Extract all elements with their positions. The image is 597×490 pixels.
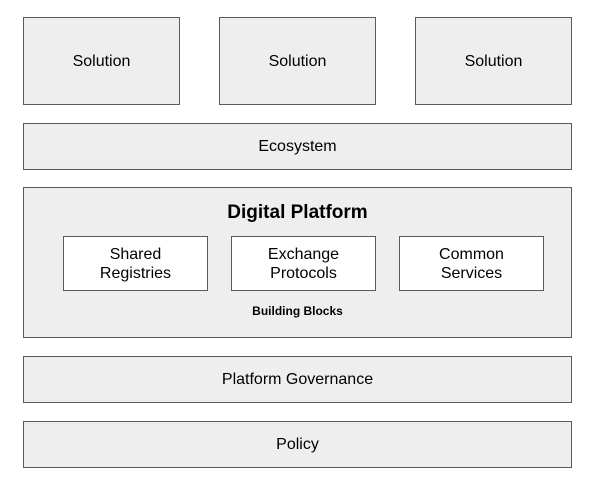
building-block-shared-registries: Shared Registries	[63, 236, 208, 291]
solution-box-2: Solution	[219, 17, 376, 105]
policy-label: Policy	[276, 436, 319, 453]
ecosystem-label: Ecosystem	[258, 138, 337, 155]
solution-label: Solution	[72, 52, 131, 70]
building-block-label: Shared Registries	[99, 245, 172, 282]
solution-label: Solution	[268, 52, 327, 70]
building-block-label: Exchange Protocols	[267, 245, 340, 282]
platform-governance-box: Platform Governance	[23, 356, 572, 403]
building-block-label: Common Services	[439, 245, 504, 282]
solution-box-1: Solution	[23, 17, 180, 105]
building-blocks-label: Building Blocks	[252, 304, 343, 318]
solution-label: Solution	[464, 52, 523, 70]
policy-box: Policy	[23, 421, 572, 468]
digital-platform-box: Digital Platform Shared Registries Excha…	[23, 187, 572, 338]
platform-governance-label: Platform Governance	[221, 371, 374, 388]
digital-platform-title: Digital Platform	[227, 202, 368, 223]
solution-box-3: Solution	[415, 17, 572, 105]
ecosystem-box: Ecosystem	[23, 123, 572, 170]
building-block-common-services: Common Services	[399, 236, 544, 291]
building-block-exchange-protocols: Exchange Protocols	[231, 236, 376, 291]
